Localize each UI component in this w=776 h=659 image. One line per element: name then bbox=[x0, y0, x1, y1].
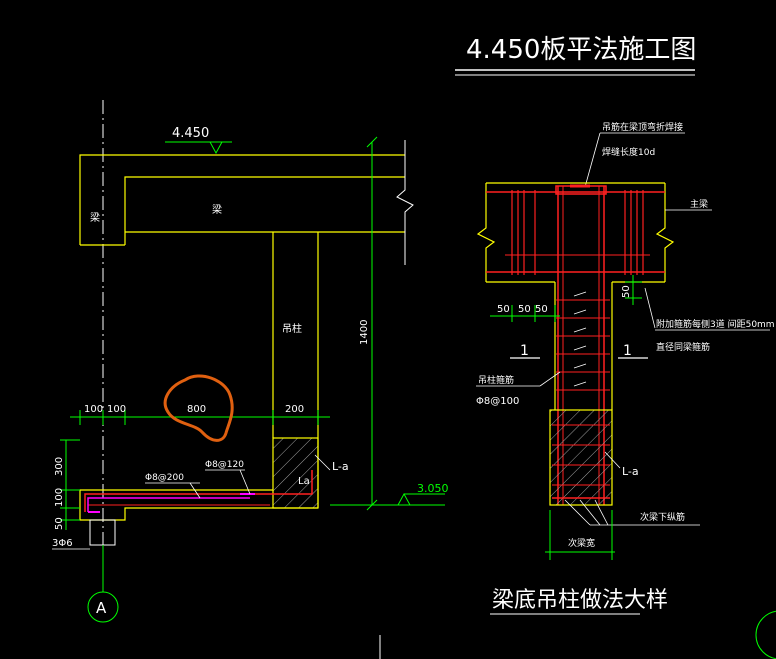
la-right-label: L-a bbox=[622, 465, 639, 478]
dim-50-2-label: 50 bbox=[518, 304, 531, 315]
dim-100c-label: 100 bbox=[54, 488, 65, 507]
axis-label: A bbox=[96, 599, 107, 617]
secondary-bar-leaders bbox=[564, 499, 700, 526]
dim-1400-tick-top bbox=[366, 136, 378, 148]
beam-inner-outline bbox=[124, 176, 405, 245]
note-add-1: 附加箍筋每侧3道 间距50mm bbox=[656, 318, 775, 330]
rebar-leader-2b bbox=[239, 469, 251, 495]
main-beam-label: 主梁 bbox=[690, 198, 708, 210]
stirrup-spec: Φ8@100 bbox=[476, 396, 519, 407]
elevation-top-triangle bbox=[209, 141, 223, 155]
note-top-leader bbox=[584, 132, 601, 188]
note-top-1: 吊筋在梁顶弯折焊接 bbox=[602, 121, 683, 133]
rebar-label-2: Φ8@120 bbox=[205, 460, 244, 470]
main-beam-break-left bbox=[476, 183, 496, 282]
slab-stirrup bbox=[87, 497, 250, 512]
column-label: 吊柱 bbox=[282, 322, 302, 335]
note-add-2: 直径同梁箍筋 bbox=[656, 341, 710, 353]
beam-label-vertical: 梁 bbox=[90, 211, 100, 224]
la-leader-label: L-a bbox=[332, 460, 349, 473]
hand-drawn-annotation bbox=[163, 374, 234, 442]
beam-break-line bbox=[396, 140, 414, 265]
section-mark-left: 1 bbox=[520, 343, 529, 359]
dim-50v-label: 50 bbox=[621, 285, 632, 298]
section-mark-right: 1 bbox=[623, 343, 632, 359]
column-stirrups bbox=[556, 299, 610, 391]
hatched-anchorage-zone bbox=[272, 437, 319, 509]
dim-300-label: 300 bbox=[54, 457, 65, 476]
dim-100a-label: 100 bbox=[84, 404, 103, 415]
dim-100b-label: 100 bbox=[107, 404, 126, 415]
axis-bubble bbox=[87, 591, 119, 623]
rebar-leader-1b bbox=[189, 482, 201, 499]
rebar-label-1: Φ8@200 bbox=[145, 473, 184, 483]
secondary-beam-hatch bbox=[549, 409, 613, 506]
dim-50-label: 50 bbox=[54, 517, 65, 530]
dim-50-1-label: 50 bbox=[497, 304, 510, 315]
main-beam-break-right bbox=[655, 183, 675, 282]
secondary-width-label: 次梁宽 bbox=[568, 537, 595, 549]
stirrup-leader bbox=[539, 371, 561, 387]
bar-3phi6-label: 3Φ6 bbox=[52, 538, 73, 549]
beam-outline bbox=[79, 154, 405, 245]
dim-200-label: 200 bbox=[285, 404, 304, 415]
elevation-top-label: 4.450 bbox=[172, 126, 209, 141]
partial-detail-bubble bbox=[755, 610, 776, 659]
la-leader-line bbox=[314, 454, 331, 471]
la-right-leader bbox=[604, 451, 621, 469]
dim-800-label: 800 bbox=[187, 404, 206, 415]
column-center-ticks bbox=[573, 291, 587, 387]
plan-title: 4.450板平法施工图 bbox=[466, 35, 696, 65]
stirrup-label: 吊柱箍筋 bbox=[478, 374, 514, 386]
dim-1400-label: 1400 bbox=[359, 320, 370, 345]
elevation-bottom-triangle bbox=[397, 492, 411, 506]
beam-label: 梁 bbox=[212, 203, 222, 216]
note-top-2: 焊缝长度10d bbox=[602, 146, 655, 158]
slab-top-rebar bbox=[84, 470, 313, 512]
detail-title: 梁底吊柱做法大样 bbox=[492, 588, 668, 613]
secondary-bottom-bar-label: 次梁下纵筋 bbox=[640, 511, 685, 523]
elevation-bottom-label: 3.050 bbox=[417, 482, 449, 495]
secondary-beam-stirrups bbox=[552, 424, 610, 486]
la-label: La bbox=[298, 476, 310, 487]
note-add-leader bbox=[644, 287, 656, 329]
dim-50-3-label: 50 bbox=[535, 304, 548, 315]
